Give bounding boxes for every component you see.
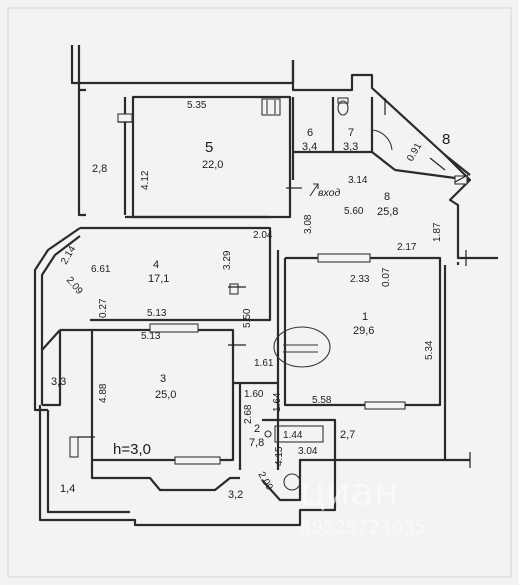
svg-text:2.68: 2.68 (243, 404, 254, 424)
outer-walls (33, 45, 498, 527)
svg-text:5.34: 5.34 (424, 340, 435, 360)
room-2-area: 7,8 (249, 437, 264, 449)
svg-text:6.61: 6.61 (91, 264, 111, 275)
entrance-label: вход (318, 187, 340, 199)
svg-text:2.04: 2.04 (253, 230, 273, 241)
svg-text:1.61: 1.61 (254, 358, 274, 369)
room-6-area: 3,4 (302, 141, 317, 153)
svg-text:4.88: 4.88 (98, 383, 109, 403)
room-1-number: 1 (362, 311, 368, 323)
room-5-area: 22,0 (202, 159, 223, 171)
svg-text:5.58: 5.58 (312, 395, 332, 406)
svg-text:2.09: 2.09 (255, 470, 274, 493)
svg-text:5.60: 5.60 (344, 206, 364, 217)
svg-text:4.12: 4.12 (140, 170, 151, 190)
svg-text:1.44: 1.44 (283, 430, 303, 441)
svg-text:4.15: 4.15 (274, 446, 285, 466)
ceiling-height-label: h=3,0 (113, 441, 151, 458)
sink-icon (283, 473, 301, 491)
wall-ticks (78, 98, 471, 468)
room-8-number: 8 (384, 191, 390, 203)
svg-text:5.13: 5.13 (141, 331, 161, 342)
room-6-number: 6 (307, 127, 313, 139)
svg-text:3.14: 3.14 (348, 175, 368, 186)
svg-text:3.29: 3.29 (222, 250, 233, 270)
balcony-labels: 2,8 3,3 1,4 3,2 2,7 (51, 163, 355, 501)
svg-text:3,3: 3,3 (51, 376, 66, 388)
room-7-area: 3,3 (343, 141, 358, 153)
svg-text:1,4: 1,4 (60, 483, 75, 495)
svg-text:1.87: 1.87 (432, 222, 443, 242)
svg-text:2.17: 2.17 (397, 242, 417, 253)
svg-text:0.91: 0.91 (405, 141, 424, 164)
svg-text:2.14: 2.14 (59, 244, 78, 267)
svg-text:2,7: 2,7 (340, 429, 355, 441)
room-labels: 5 22,0 6 3,4 7 3,3 8 25,8 4 17,1 1 29,6 … (148, 127, 398, 449)
svg-text:2.33: 2.33 (350, 274, 370, 285)
room-1-area: 29,6 (353, 325, 374, 337)
svg-text:0.27: 0.27 (98, 298, 109, 318)
svg-text:3.04: 3.04 (298, 446, 318, 457)
svg-text:3.08: 3.08 (303, 214, 314, 234)
toilet-icon (337, 97, 349, 116)
ventilation-symbol (261, 98, 281, 116)
hand-drawn-circle (273, 326, 331, 368)
room-4-area: 17,1 (148, 273, 169, 285)
watermark-brand: циан (300, 470, 399, 514)
svg-text:1.64: 1.64 (272, 392, 283, 412)
svg-text:3,2: 3,2 (228, 489, 243, 501)
svg-text:2.09: 2.09 (64, 275, 85, 297)
door-arc-icon (371, 129, 393, 151)
svg-text:2,8: 2,8 (92, 163, 107, 175)
svg-text:5.13: 5.13 (147, 308, 167, 319)
corridor-mark: 8 (442, 131, 450, 148)
room-7-number: 7 (348, 127, 354, 139)
svg-text:5.50: 5.50 (242, 308, 253, 328)
dimensions: 5.35 4.12 3.14 5.60 3.08 0.91 1.87 2.17 … (59, 100, 443, 493)
room-4-number: 4 (153, 259, 159, 271)
room-8-area: 25,8 (377, 206, 398, 218)
watermark-phone: 89525723035 (300, 517, 426, 538)
bathtub-icon (264, 425, 324, 443)
room-3-area: 25,0 (155, 389, 176, 401)
interior-walls (41, 95, 471, 502)
room-5-number: 5 (205, 139, 213, 156)
room-2-number: 2 (254, 423, 260, 435)
room-3-number: 3 (160, 373, 166, 385)
windows (69, 113, 468, 465)
svg-text:0.07: 0.07 (381, 267, 392, 287)
entrance-arrow-icon (309, 183, 319, 197)
svg-text:5.35: 5.35 (187, 100, 207, 111)
svg-text:1.60: 1.60 (244, 389, 264, 400)
